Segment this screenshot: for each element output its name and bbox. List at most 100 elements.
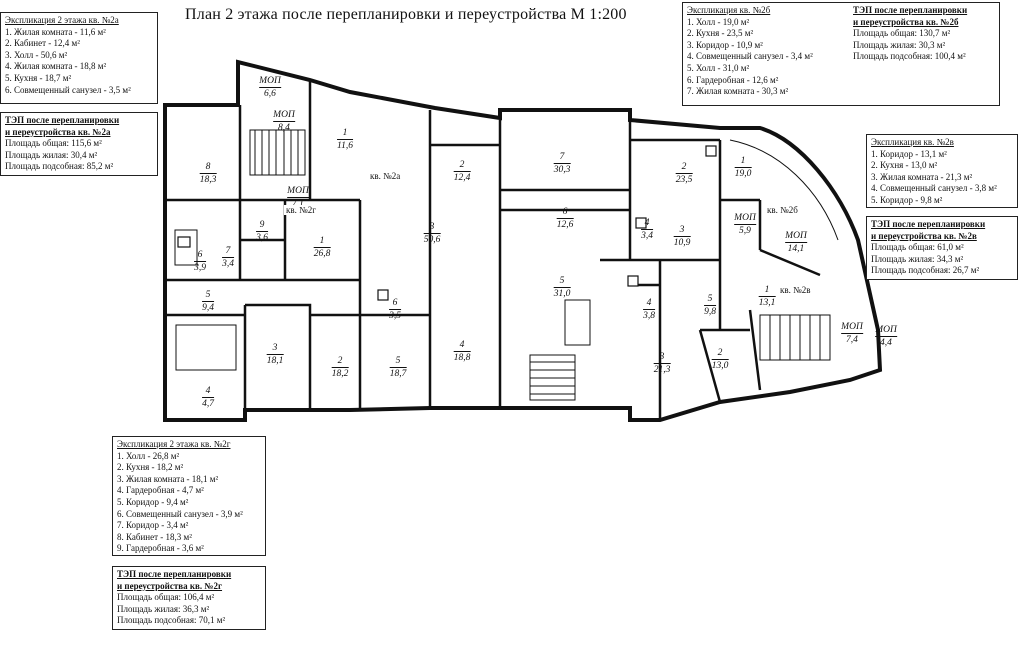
- room-number: МОП: [287, 186, 309, 196]
- window-bay: [174, 229, 198, 266]
- balcony-arc: [729, 139, 839, 241]
- room-area: 9,8: [704, 305, 716, 317]
- room-number: 3: [429, 222, 435, 232]
- room-area: 18,8: [453, 351, 471, 363]
- room-area: 8,4: [273, 121, 295, 134]
- explication-item: 5. Кухня - 18,7 м²: [5, 72, 72, 83]
- tep-2g: ТЭП после перепланировки и переустройств…: [112, 566, 266, 630]
- room-number: МОП: [785, 231, 807, 241]
- explication-item: 2. Кухня - 23,5 м²: [687, 28, 754, 39]
- tep-line: Площадь жилая: 36,3 м²: [117, 603, 210, 614]
- tep-2a: ТЭП после перепланировки и переустройств…: [0, 112, 158, 176]
- room-area: 12,6: [556, 218, 574, 230]
- room-area: 3,5: [389, 309, 401, 321]
- room-area: 12,4: [453, 171, 471, 183]
- room-area: 14,1: [785, 242, 807, 255]
- explication-item: 4. Жилая комната - 18,8 м²: [5, 61, 107, 72]
- room-area: 3,4: [641, 229, 653, 241]
- explication-item: 4. Гардеробная - 4,7 м²: [117, 485, 204, 496]
- room-number: МОП: [734, 213, 756, 223]
- tep-line: Площадь подсобная: 100,4 м²: [853, 51, 966, 62]
- bathroom-fixture: [627, 275, 639, 287]
- explication-item: 6. Совмещенный санузел - 3,5 м²: [5, 84, 131, 95]
- explication-item: 6. Совмещенный санузел - 3,9 м²: [117, 508, 243, 519]
- tep-2v: ТЭП после перепланировки и переустройств…: [866, 216, 1018, 280]
- room-number: 1: [319, 236, 325, 246]
- bathroom-fixture: [635, 217, 647, 229]
- explication-item: 7. Жилая комната - 30,3 м²: [687, 86, 789, 97]
- explication-item: 1. Коридор - 13,1 м²: [871, 148, 947, 159]
- explication-item: 4. Совмещенный санузел - 3,4 м²: [687, 51, 813, 62]
- apartment-label-2v: кв. №2в: [778, 285, 813, 295]
- room-area: 6,6: [259, 87, 281, 100]
- tep-title: и переустройства кв. №2г: [117, 580, 223, 591]
- room-area: 13,1: [758, 296, 776, 308]
- room-number: 4: [205, 386, 211, 396]
- room-number: МОП: [259, 76, 281, 86]
- explication-header: Экспликация кв. №2в: [871, 137, 954, 147]
- room-area: 23,5: [675, 173, 693, 185]
- explication-item: 8. Кабинет - 18,3 м²: [117, 531, 192, 542]
- room-number: 5: [707, 294, 713, 304]
- explication-item: 5. Коридор - 9,4 м²: [117, 496, 189, 507]
- room-area: 18,3: [199, 173, 217, 185]
- room-number: 7: [225, 246, 231, 256]
- room-number: 5: [395, 356, 401, 366]
- tep-line: Площадь жилая: 30,4 м²: [5, 149, 98, 160]
- room-area: 5,9: [734, 224, 756, 237]
- room-area: 31,0: [553, 287, 571, 299]
- room-area: 3,4: [222, 257, 234, 269]
- room-number: 5: [205, 290, 211, 300]
- explication-item: 3. Холл - 50,6 м²: [5, 49, 68, 60]
- inner-wall: [600, 138, 722, 287]
- explication-item: 5. Холл - 31,0 м²: [687, 62, 750, 73]
- tep-title: ТЭП после перепланировки: [871, 219, 986, 229]
- page-title: План 2 этажа после перепланировки и пере…: [185, 6, 627, 23]
- tep-title: ТЭП после перепланировки: [117, 569, 232, 579]
- explication-header: Экспликация 2 этажа кв. №2г: [117, 439, 231, 449]
- room-number: 4: [646, 298, 652, 308]
- staircase: [529, 354, 576, 401]
- room-area: 18,1: [266, 354, 284, 366]
- room-number: 1: [342, 128, 348, 138]
- tep-line: Площадь жилая: 30,3 м²: [853, 39, 946, 50]
- tep-title: ТЭП после перепланировки: [853, 5, 968, 15]
- room-number: 3: [659, 352, 665, 362]
- explication-item: 4. Совмещенный санузел - 3,8 м²: [871, 183, 997, 194]
- room-number: 4: [459, 340, 465, 350]
- tep-title: и переустройства кв. №2в: [871, 230, 977, 241]
- explication-2b-panel: Экспликация кв. №2б 1. Холл - 19,0 м² 2.…: [682, 2, 1000, 106]
- apartment-label-2a: кв. №2а: [368, 171, 403, 181]
- room-number: 7: [559, 152, 565, 162]
- room-area: 3,9: [194, 261, 206, 273]
- room-number: 9: [259, 220, 265, 230]
- explication-header: Экспликация кв. №2б: [687, 5, 771, 15]
- tep-line: Площадь общая: 130,7 м²: [853, 28, 951, 39]
- staircase: [759, 314, 831, 361]
- explication-item: 3. Жилая комната - 21,3 м²: [871, 171, 973, 182]
- tep-title: ТЭП после перепланировки: [5, 115, 120, 125]
- tep-line: Площадь общая: 115,6 м²: [5, 138, 102, 149]
- explication-item: 7. Коридор - 3,4 м²: [117, 520, 189, 531]
